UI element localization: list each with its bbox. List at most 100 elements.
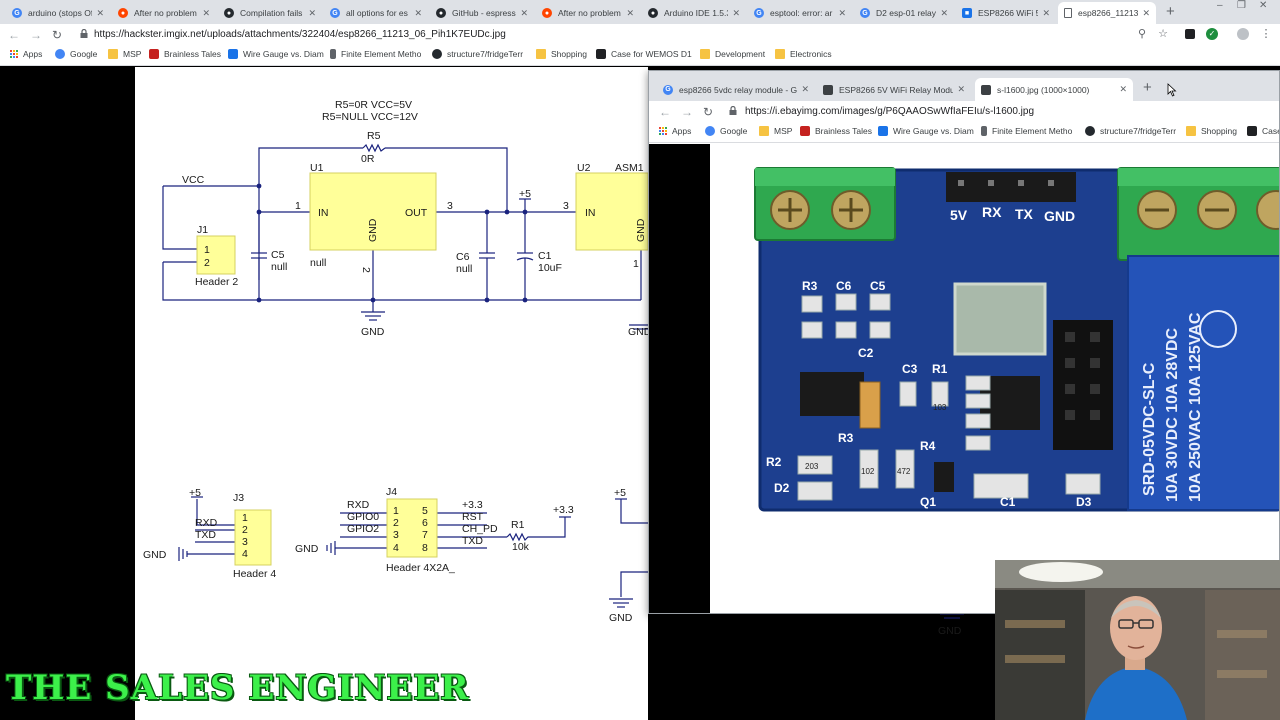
tab-10-active[interactable]: esp8266_11213_0 ✕: [1058, 2, 1156, 24]
tab-label: After no problem: [558, 8, 621, 18]
right-gnd: GND: [609, 612, 633, 624]
browser-toolbar: ← → ↻ https://hackster.imgix.net/uploads…: [0, 24, 1280, 46]
bookmark-brainless-tales[interactable]: Brainless Tales: [800, 126, 872, 136]
bookmark-shopping[interactable]: Shopping: [536, 49, 587, 59]
new-tab-icon[interactable]: +: [1143, 79, 1152, 96]
ic-chip: [800, 372, 864, 416]
tab-9[interactable]: ■ ESP8266 WiFi 5V ✕: [956, 2, 1056, 24]
bookmark-apps[interactable]: Apps: [659, 126, 691, 136]
tab-8[interactable]: G D2 esp-01 relay b ✕: [854, 2, 954, 24]
bookmark-google[interactable]: Google: [55, 49, 97, 59]
bookmark-electronics[interactable]: Electronics: [775, 49, 832, 59]
close-icon[interactable]: ✕: [308, 7, 316, 18]
schematic-note-2: R5=NULL VCC=12V: [322, 111, 418, 123]
minimize-icon[interactable]: –: [1217, 0, 1223, 11]
j4-gpio2: GPIO2: [347, 523, 379, 535]
reload-icon[interactable]: ↻: [703, 105, 714, 119]
close-icon[interactable]: ✕: [96, 7, 104, 18]
bookmark-msp[interactable]: MSP: [759, 126, 792, 136]
silk-tx: TX: [1015, 206, 1034, 222]
close-icon[interactable]: ✕: [1142, 7, 1150, 18]
plus5-label: +5: [519, 188, 531, 200]
bookmark-case-wemos[interactable]: Case for WEMOS D1: [596, 49, 692, 59]
r1-plus33: +3.3: [553, 504, 574, 516]
close-icon[interactable]: ✕: [801, 84, 809, 94]
forward-icon[interactable]: →: [681, 105, 693, 119]
j4-pin-6: 6: [422, 517, 428, 529]
bookmark-brainless-tales[interactable]: Brainless Tales: [149, 49, 221, 59]
tab-6[interactable]: ● Arduino IDE 1.5.3 ✕: [642, 2, 746, 24]
popup-tab-2-active[interactable]: s-l1600.jpg (1000×1000) ✕: [975, 78, 1133, 101]
extension-icon[interactable]: [1185, 29, 1195, 39]
close-icon[interactable]: ✕: [732, 7, 740, 18]
bookmark-label: Google: [70, 49, 98, 59]
tab-5[interactable]: ● After no problem ✕: [536, 2, 640, 24]
close-icon[interactable]: ✕: [940, 7, 948, 18]
star-icon[interactable]: ☆: [1158, 28, 1168, 40]
bookmark-label: Apps: [672, 126, 692, 136]
bookmark-fea[interactable]: Finite Element Metho: [330, 49, 421, 59]
j4-ref: J4: [386, 486, 397, 498]
u1-ref: U1: [310, 162, 324, 174]
bookmark-wire-gauge[interactable]: Wire Gauge vs. Diam: [228, 49, 324, 59]
forward-icon[interactable]: →: [30, 28, 42, 42]
bookmark-shopping[interactable]: Shopping: [1186, 126, 1237, 136]
tab-0[interactable]: G arduino (stops Of ✕: [6, 2, 110, 24]
google-icon: G: [12, 8, 22, 18]
zoom-icon[interactable]: ⚲: [1137, 28, 1147, 40]
close-icon[interactable]: ✕: [838, 7, 846, 18]
popup-address-bar[interactable]: https://i.ebayimg.com/images/g/P6QAAOSwW…: [745, 106, 1035, 117]
close-icon[interactable]: ✕: [1119, 84, 1127, 94]
tab-label: esptool: error: ar: [770, 8, 833, 18]
folder-icon: [536, 49, 546, 59]
bookmark-label: Electronics: [790, 49, 832, 59]
silk-c6: C6: [836, 279, 852, 293]
folder-icon: [1186, 126, 1196, 136]
back-icon[interactable]: ←: [8, 28, 20, 42]
popup-tab-1[interactable]: ESP8266 5V WiFi Relay Module 5 ✕: [817, 78, 971, 101]
sync-check-icon[interactable]: ✓: [1206, 28, 1218, 40]
maximize-icon[interactable]: ❐: [1237, 0, 1246, 11]
j4-txd: TXD: [462, 535, 483, 547]
silk-c5: C5: [870, 279, 886, 293]
c5-ref: C5: [271, 249, 285, 261]
tab-7[interactable]: G esptool: error: ar ✕: [748, 2, 852, 24]
profile-avatar[interactable]: [1237, 28, 1249, 40]
window-close-icon[interactable]: ✕: [1259, 0, 1268, 11]
tab-1[interactable]: ● After no problem ✕: [112, 2, 216, 24]
bookmark-case[interactable]: Case: [1247, 126, 1279, 136]
bookmark-msp[interactable]: MSP: [108, 49, 141, 59]
close-icon[interactable]: ✕: [1042, 7, 1050, 18]
address-bar[interactable]: https://hackster.imgix.net/uploads/attac…: [94, 29, 506, 40]
popup-tab-0[interactable]: G esp8266 5vdc relay module - Go ✕: [657, 78, 815, 101]
bookmark-apps[interactable]: Apps: [10, 49, 42, 59]
silk-r3-bottom: R3: [838, 431, 854, 445]
reload-icon[interactable]: ↻: [52, 28, 63, 42]
close-icon[interactable]: ✕: [626, 7, 634, 18]
bookmark-development[interactable]: Development: [700, 49, 765, 59]
back-icon[interactable]: ←: [659, 105, 671, 119]
folder-icon: [759, 126, 769, 136]
bookmark-structure7[interactable]: structure7/fridgeTerr: [1085, 126, 1176, 136]
close-icon[interactable]: ✕: [414, 7, 422, 18]
close-icon[interactable]: ✕: [957, 84, 965, 94]
j4-pin-2: 2: [393, 517, 399, 529]
new-tab-icon[interactable]: +: [1166, 3, 1175, 20]
tab-4[interactable]: ● GitHub - espress ✕: [430, 2, 534, 24]
tab-label: Arduino IDE 1.5.3: [664, 8, 729, 18]
tab-label: After no problem: [134, 8, 197, 18]
bookmark-wire-gauge[interactable]: Wire Gauge vs. Diam: [878, 126, 974, 136]
close-icon[interactable]: ✕: [520, 7, 528, 18]
tab-2[interactable]: ● Compilation fails ✕: [218, 2, 322, 24]
bookmark-fea[interactable]: Finite Element Metho: [981, 126, 1072, 136]
bookmark-label: Shopping: [551, 49, 587, 59]
u2-name: ASM1: [615, 162, 644, 174]
close-icon[interactable]: ✕: [202, 7, 210, 18]
bookmark-google[interactable]: Google: [705, 126, 747, 136]
tab-3[interactable]: G all options for es ✕: [324, 2, 428, 24]
apps-grid-icon: [10, 50, 18, 58]
u2-pin-3: 3: [563, 200, 569, 212]
bookmark-label: Wire Gauge vs. Diam: [243, 49, 324, 59]
menu-dots-icon[interactable]: ⋮: [1260, 28, 1272, 40]
bookmark-structure7[interactable]: structure7/fridgeTerr: [432, 49, 523, 59]
